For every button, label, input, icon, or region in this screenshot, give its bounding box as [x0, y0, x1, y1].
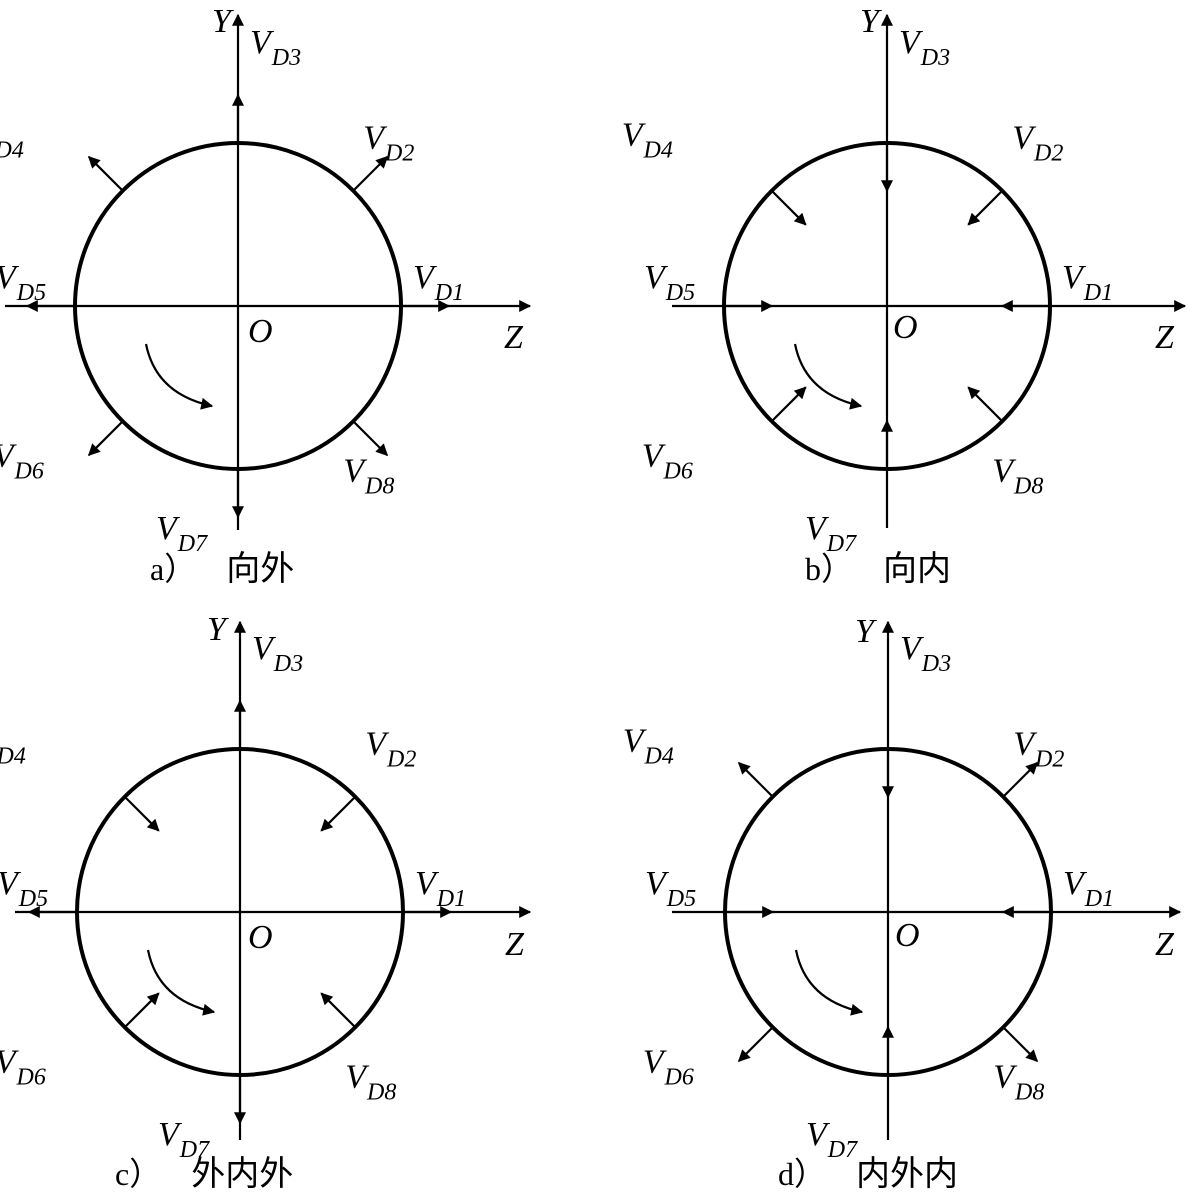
- velocity-label-d6: VD6: [0, 437, 44, 484]
- velocity-label-d3: VD3: [250, 24, 301, 71]
- velocity-label-d1: VD1: [415, 865, 466, 912]
- origin-label: O: [248, 313, 273, 350]
- y-axis-label: Y: [212, 3, 234, 40]
- panel-c: YZOVD1VD2VD3VD4VD5VD6VD7VD8c）外内外: [0, 611, 532, 1194]
- velocity-label-d8: VD8: [343, 452, 394, 499]
- velocity-label-d5: VD5: [0, 259, 46, 306]
- velocity-arrow-d4: [737, 761, 774, 798]
- velocity-arrow-d2: [1002, 761, 1039, 798]
- velocity-label-d2: VD2: [1013, 726, 1064, 773]
- velocity-arrow-d8: [1002, 1026, 1039, 1063]
- velocity-arrow-d2: [967, 189, 1004, 226]
- velocity-label-d2: VD2: [365, 726, 416, 773]
- z-axis-label: Z: [504, 319, 524, 356]
- velocity-arrow-d4: [770, 189, 807, 226]
- velocity-label-d5: VD5: [0, 865, 48, 912]
- velocity-label-d2: VD2: [1012, 120, 1063, 167]
- velocity-label-d8: VD8: [993, 1058, 1044, 1105]
- y-axis-label: Y: [855, 613, 877, 650]
- velocity-label-d4: VD4: [622, 117, 673, 164]
- velocity-label-d6: VD6: [0, 1043, 46, 1090]
- rotation-arrow: [146, 949, 216, 1016]
- origin-label: O: [895, 917, 920, 954]
- velocity-arrow-d6: [123, 992, 160, 1029]
- velocity-label-d6: VD6: [643, 1043, 694, 1090]
- velocity-arrow-d2: [320, 795, 357, 832]
- velocity-arrow-d8: [967, 386, 1004, 423]
- z-axis-label: Z: [505, 926, 525, 963]
- velocity-label-d1: VD1: [413, 259, 464, 306]
- origin-label: O: [248, 919, 273, 956]
- velocity-label-d6: VD6: [642, 437, 693, 484]
- velocity-arrow-d8: [352, 420, 389, 457]
- velocity-label-d3: VD3: [252, 630, 303, 677]
- velocity-arrow-d6: [87, 420, 124, 457]
- panel-caption: a）向外: [150, 549, 294, 589]
- rotation-arrow: [794, 949, 864, 1016]
- velocity-label-d5: VD5: [644, 259, 695, 306]
- velocity-label-d7: VD7: [156, 510, 208, 557]
- velocity-arrow-d8: [320, 992, 357, 1029]
- velocity-label-d8: VD8: [992, 452, 1043, 499]
- panel-caption: b）向内: [805, 549, 951, 589]
- velocity-arrow-d6: [737, 1026, 774, 1063]
- origin-label: O: [893, 309, 918, 346]
- rotation-arrow: [144, 343, 214, 410]
- velocity-label-d7: VD7: [805, 510, 857, 557]
- z-axis-label: Z: [1155, 926, 1175, 963]
- panel-caption: d）内外内: [778, 1154, 958, 1194]
- velocity-label-d4: VD4: [0, 117, 24, 164]
- panels-layer: YZOVD1VD2VD3VD4VD5VD6VD7VD8a）向外YZOVD1VD2…: [0, 3, 1187, 1194]
- velocity-label-d1: VD1: [1062, 259, 1113, 306]
- y-axis-label: Y: [860, 3, 882, 40]
- velocity-label-d4: VD4: [623, 723, 674, 770]
- z-axis-label: Z: [1155, 319, 1175, 356]
- velocity-label-d3: VD3: [900, 630, 951, 677]
- velocity-label-d8: VD8: [345, 1058, 396, 1105]
- velocity-arrow-d4: [87, 155, 124, 192]
- rotation-arrow: [793, 343, 863, 410]
- y-axis-label: Y: [207, 611, 229, 648]
- panel-caption: c）外内外: [115, 1154, 293, 1194]
- velocity-label-d3: VD3: [899, 24, 950, 71]
- velocity-arrow-d6: [770, 386, 807, 423]
- velocity-label-d4: VD4: [0, 723, 26, 770]
- velocity-label-d5: VD5: [645, 865, 696, 912]
- velocity-label-d1: VD1: [1063, 865, 1114, 912]
- velocity-arrow-d4: [123, 795, 160, 832]
- velocity-label-d2: VD2: [363, 120, 414, 167]
- velocity-arrow-d2: [352, 155, 389, 192]
